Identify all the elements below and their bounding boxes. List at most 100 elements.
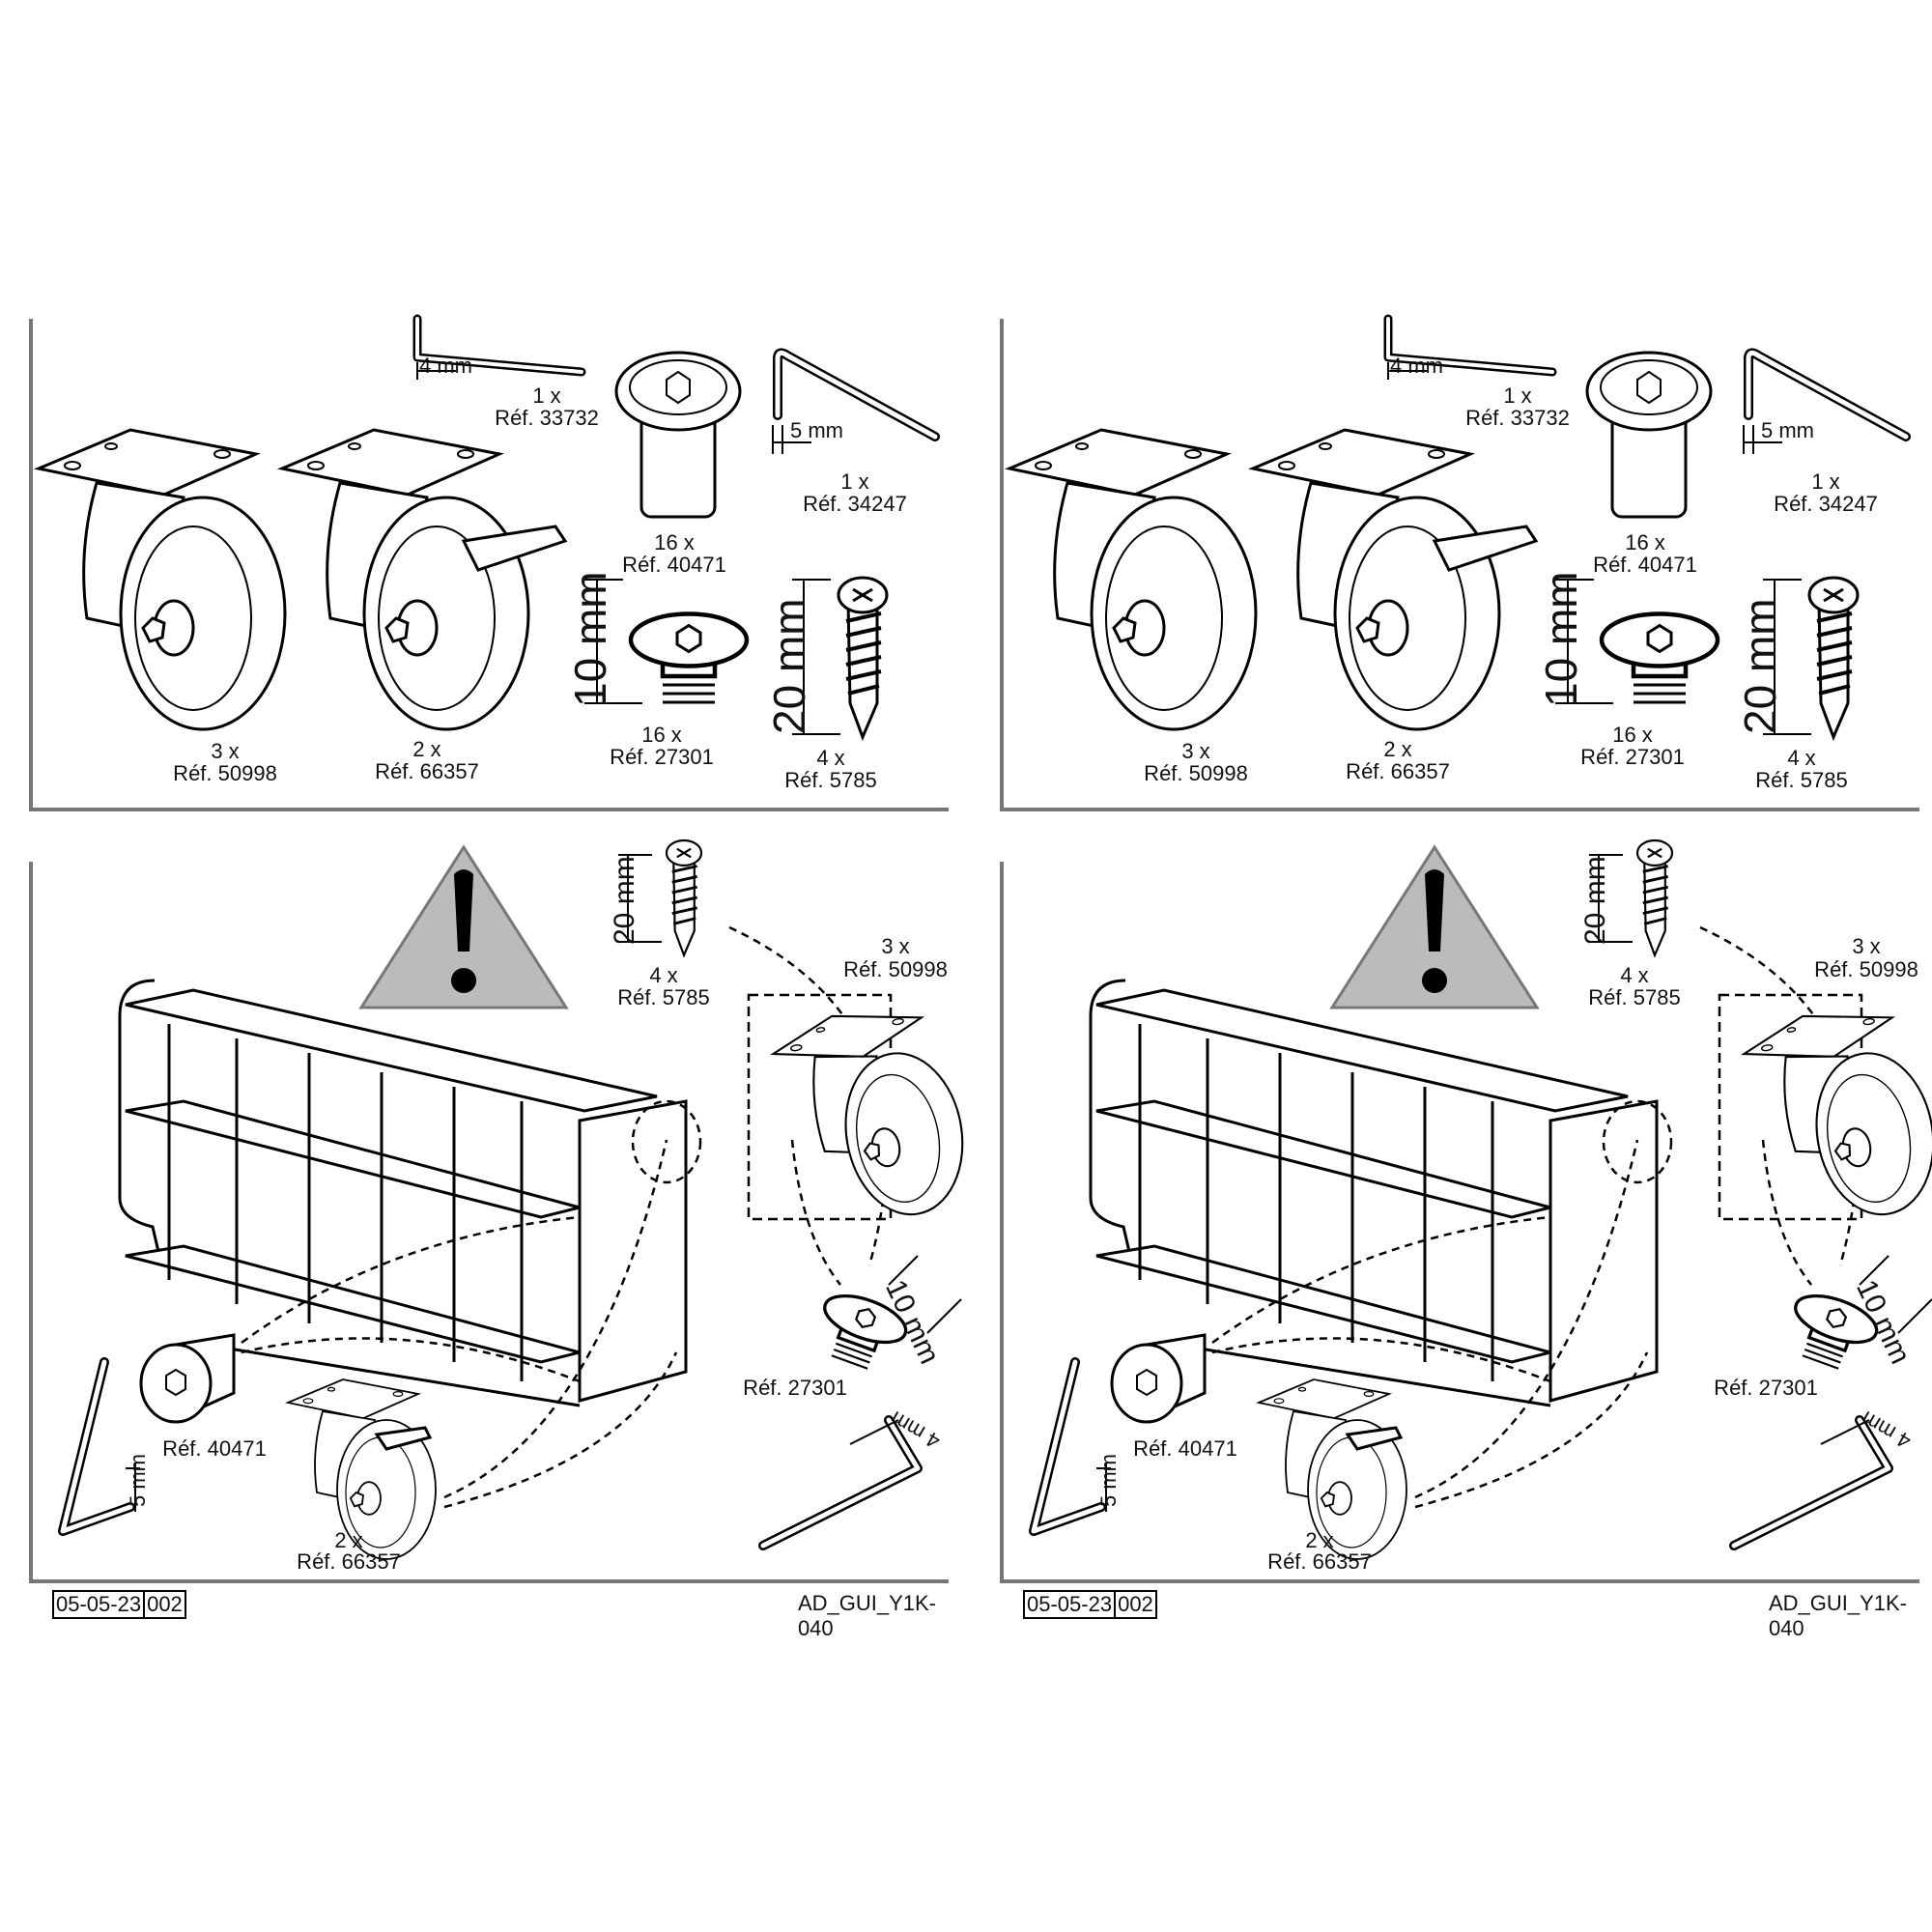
hex-key-5mm-bottom-icon xyxy=(58,1357,140,1536)
step-caster-qty: 3 x xyxy=(881,934,910,958)
sleeve-bolt-40471-icon xyxy=(1585,351,1713,519)
bolt-27301-ref: Réf. 27301 xyxy=(610,745,714,769)
caster-66357-ref: Réf. 66357 xyxy=(375,759,479,783)
brake-caster-icon xyxy=(1251,428,1501,731)
bolt-27301-qty: 16 x xyxy=(1612,723,1653,747)
footer-page-number: 002 xyxy=(143,1592,185,1617)
step-screw-ref: Réf. 5785 xyxy=(617,985,710,1009)
assembly-drawings xyxy=(29,0,966,1583)
step-sleeve-ref: Réf. 40471 xyxy=(162,1436,267,1461)
swivel-caster-detail-icon xyxy=(767,996,966,1236)
footer-page-number: 002 xyxy=(1114,1592,1155,1617)
panel-frame-top xyxy=(1000,319,1919,811)
warning-triangle-icon xyxy=(358,844,569,1009)
sleeve-bolt-icon xyxy=(139,1333,236,1424)
caster-50998-qty: 3 x xyxy=(1181,739,1210,763)
hex-key-5-qty: 1 x xyxy=(1811,469,1840,494)
hex-key-4-qty: 1 x xyxy=(1503,384,1532,408)
swivel-caster-icon xyxy=(37,428,287,731)
hex-key-5-qty: 1 x xyxy=(840,469,869,494)
bolt-40471-qty: 16 x xyxy=(654,530,695,554)
footer-date: 05-05-23 xyxy=(56,1592,142,1616)
hex-key-4mm-bottom-icon xyxy=(758,1415,923,1550)
step-screw-qty: 4 x xyxy=(1620,963,1649,987)
footer-date: 05-05-23 xyxy=(1027,1592,1113,1616)
step-bolt-ref: Réf. 27301 xyxy=(1714,1376,1818,1400)
caster-50998-ref: Réf. 50998 xyxy=(1144,761,1248,785)
sleeve-bolt-icon xyxy=(1110,1333,1207,1424)
sleeve-bolt-40471-icon xyxy=(614,351,742,519)
caster-66357-ref: Réf. 66357 xyxy=(1346,759,1450,783)
caster-66357-qty: 2 x xyxy=(412,737,441,761)
step-caster-ref: Réf. 50998 xyxy=(1814,957,1918,981)
step-brake-ref: Réf. 66357 xyxy=(297,1549,401,1574)
step-caster-qty: 3 x xyxy=(1852,934,1881,958)
screw-5785-ref: Réf. 5785 xyxy=(1755,768,1848,792)
bolt-27301-size: 10 mm xyxy=(1536,571,1586,707)
bolt-27301-ref: Réf. 27301 xyxy=(1580,745,1685,769)
bolt-40471-qty: 16 x xyxy=(1625,530,1665,554)
panel-frame-bottom xyxy=(1000,862,1919,1583)
hex-key-4-ref: Réf. 33732 xyxy=(1465,406,1570,430)
dimension-10mm-line xyxy=(584,579,642,704)
instruction-page: 4 mm 1 x Réf. 33732 16 x Réf. 40471 5 mm… xyxy=(971,0,1932,1932)
screw-5785-size: 20 mm xyxy=(764,598,814,734)
hex-key-4mm-bottom-icon xyxy=(1729,1415,1893,1550)
instruction-page: 4 mm 1 x Réf. 33732 16 x Réf. 40471 5 mm… xyxy=(29,0,966,1640)
brake-pedal-icon xyxy=(1432,525,1539,572)
hex-key-5-ref: Réf. 34247 xyxy=(1774,492,1878,516)
document-reference: AD_GUI_Y1K-040 xyxy=(797,1591,936,1640)
step-key5-size: 5 mm xyxy=(1096,1454,1121,1507)
caster-50998-ref: Réf. 50998 xyxy=(173,761,277,785)
step-brake-qty: 2 x xyxy=(334,1528,363,1552)
step-screw-ref: Réf. 5785 xyxy=(1588,985,1681,1009)
wood-screw-icon xyxy=(1635,838,1674,957)
bolt-40471-ref: Réf. 40471 xyxy=(622,553,726,577)
hex-key-5mm-bottom-icon xyxy=(1029,1357,1111,1536)
shelving-unit-drawing xyxy=(1089,979,1659,1407)
hex-key-5-size: 5 mm xyxy=(790,418,843,442)
document-reference: AD_GUI_Y1K-040 xyxy=(1768,1591,1907,1640)
hex-key-4-ref: Réf. 33732 xyxy=(495,406,599,430)
dimension-20mm-line xyxy=(1763,579,1811,735)
swivel-caster-detail-icon xyxy=(1738,996,1932,1236)
step-screw-qty: 4 x xyxy=(649,963,678,987)
shelving-unit-drawing xyxy=(118,979,688,1407)
hex-key-4-size: 4 mm xyxy=(419,354,472,378)
step-screw-size: 20 mm xyxy=(609,856,640,945)
step-key5-size: 5 mm xyxy=(126,1454,150,1507)
footer-date-box: 05-05-23 002 xyxy=(52,1590,186,1619)
step-bolt-ref: Réf. 27301 xyxy=(743,1376,847,1400)
screw-5785-ref: Réf. 5785 xyxy=(784,768,877,792)
screw-5785-size: 20 mm xyxy=(1735,598,1785,734)
panel-frame-top xyxy=(29,319,949,811)
screw-5785-qty: 4 x xyxy=(1787,746,1816,770)
step-caster-ref: Réf. 50998 xyxy=(843,957,948,981)
bolt-27301-qty: 16 x xyxy=(641,723,682,747)
dimension-20mm-line xyxy=(792,579,840,735)
brake-pedal-icon xyxy=(461,525,568,572)
bolt-27301-size: 10 mm xyxy=(565,571,615,707)
assembly-drawings xyxy=(1000,0,1932,1583)
step-sleeve-ref: Réf. 40471 xyxy=(1133,1436,1237,1461)
panel-frame-bottom xyxy=(29,862,949,1583)
swivel-caster-icon xyxy=(1008,428,1258,731)
bolt-40471-ref: Réf. 40471 xyxy=(1593,553,1697,577)
caster-50998-qty: 3 x xyxy=(211,739,240,763)
wood-screw-5785-icon xyxy=(1807,576,1860,739)
step-brake-qty: 2 x xyxy=(1305,1528,1334,1552)
hex-key-4-qty: 1 x xyxy=(532,384,561,408)
step-brake-ref: Réf. 66357 xyxy=(1267,1549,1372,1574)
caster-66357-qty: 2 x xyxy=(1383,737,1412,761)
footer-date-box: 05-05-23 002 xyxy=(1023,1590,1157,1619)
hex-key-5-size: 5 mm xyxy=(1761,418,1814,442)
hex-key-5mm-icon xyxy=(1743,348,1911,454)
dimension-10mm-line xyxy=(1555,579,1613,704)
warning-triangle-icon xyxy=(1329,844,1540,1009)
wood-screw-icon xyxy=(665,838,703,957)
hex-key-5mm-icon xyxy=(772,348,940,454)
button-bolt-27301-icon xyxy=(1602,614,1718,703)
hex-key-5-ref: Réf. 34247 xyxy=(803,492,907,516)
step-screw-size: 20 mm xyxy=(1579,856,1611,945)
button-bolt-27301-icon xyxy=(631,614,747,703)
